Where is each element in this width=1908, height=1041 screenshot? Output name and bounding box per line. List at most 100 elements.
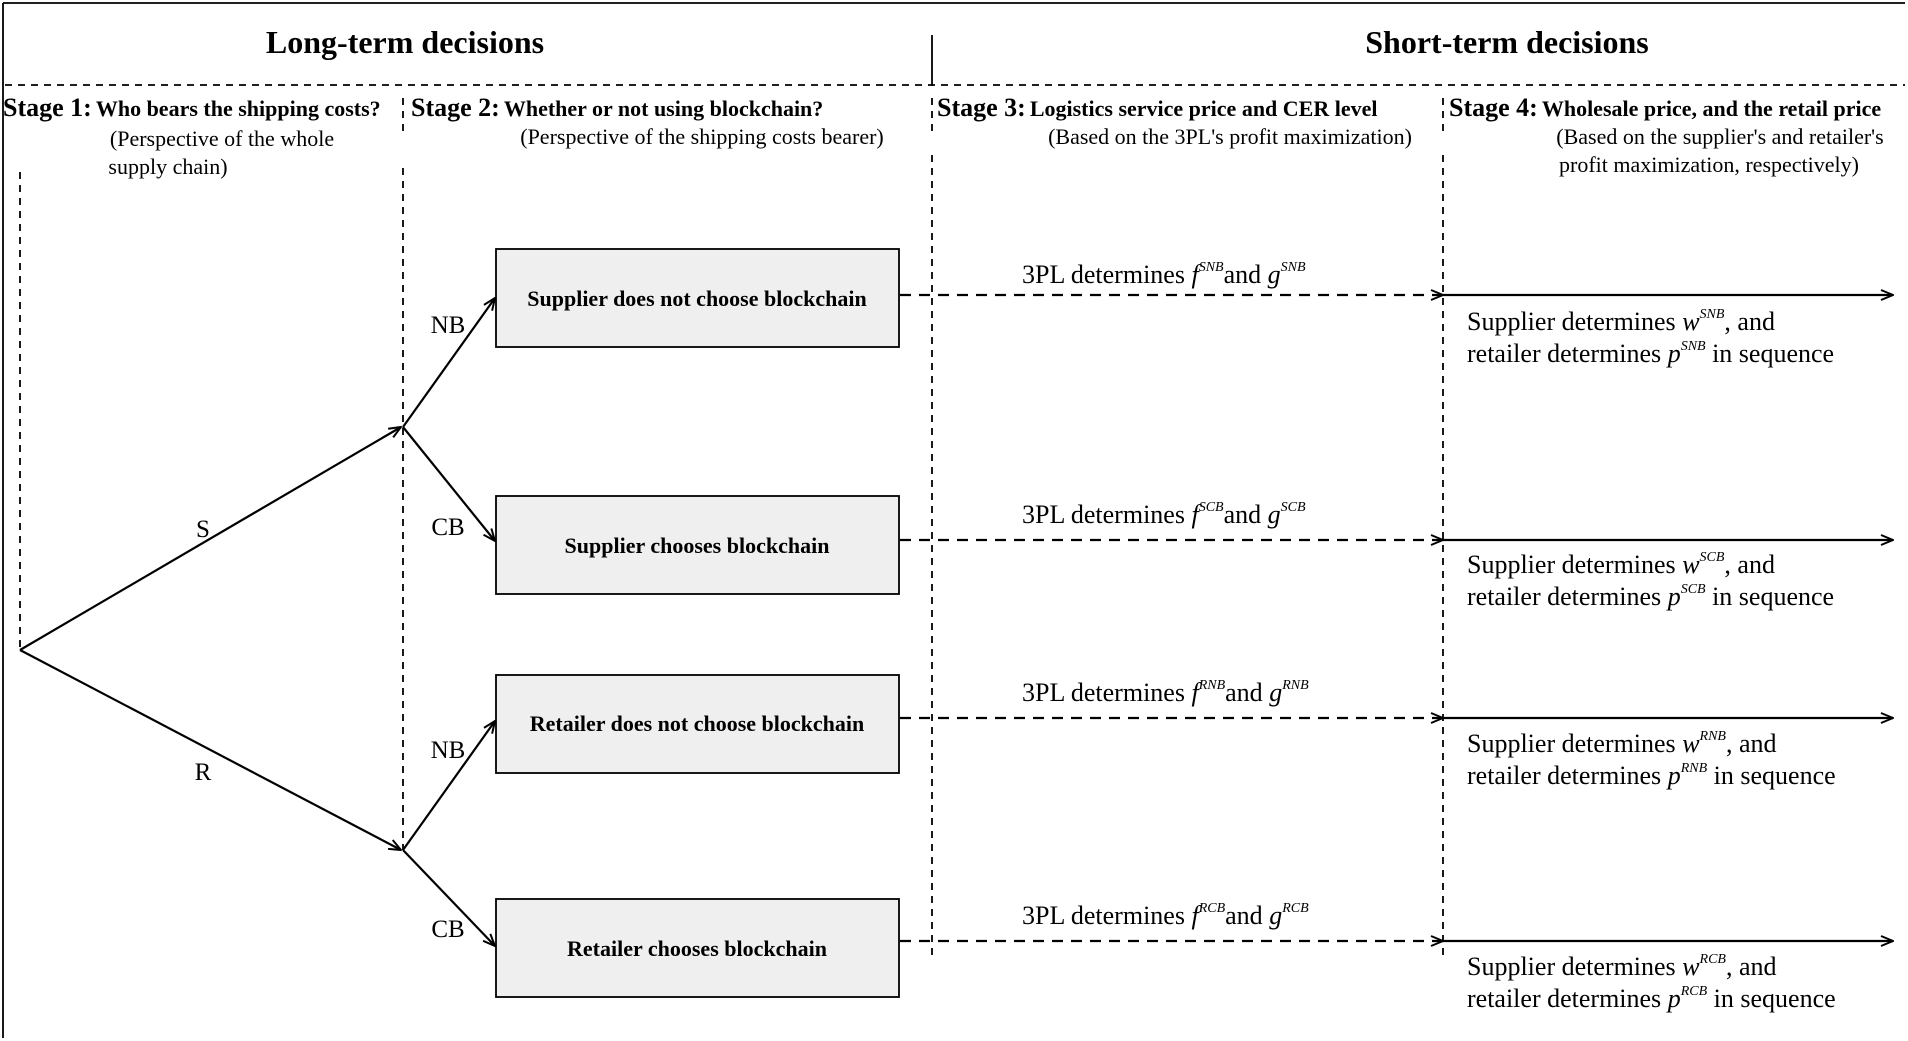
stage4-sup-w-rcb: RCB (1699, 952, 1727, 967)
stage4-sup-w-scb: SCB (1700, 550, 1725, 565)
stage3-text-rnb: 3PL determines fRNBand gRNB (1022, 678, 1309, 707)
stage3-prefix-scb: 3PL determines (1022, 500, 1191, 529)
scenario-box-scb (495, 495, 900, 595)
stage4-line1-prefix-scb: Supplier determines (1467, 550, 1682, 579)
stage3-prefix-snb: 3PL determines (1022, 260, 1191, 289)
stage4-line2-snb: retailer determines pSNB in sequence (1467, 339, 1834, 368)
branch-label-scb: CB (431, 514, 464, 541)
stage3-prefix-rcb: 3PL determines (1022, 901, 1191, 930)
stage1-label: Stage 1: (3, 93, 92, 122)
stage4-var-w-rnb: w (1682, 729, 1700, 758)
stage4-var-p-rcb: p (1666, 984, 1681, 1013)
stage4-sup-p-rcb: RCB (1680, 984, 1708, 999)
stage4-var-w-scb: w (1682, 550, 1700, 579)
stage1-note-line2: supply chain) (108, 154, 227, 179)
stage4-line2-suffix-rnb: in sequence (1707, 761, 1836, 790)
stage3-var-f-rnb: f (1191, 678, 1202, 707)
stage3-joiner-rcb: and (1225, 901, 1269, 930)
branch-line-snb (402, 298, 495, 428)
stage3-joiner-rnb: and (1225, 678, 1269, 707)
stage4-line2-prefix-rnb: retailer determines (1467, 761, 1668, 790)
stage3-title: Stage 3:Logistics service price and CER … (937, 93, 1378, 122)
branch-label-rnb: NB (431, 737, 466, 764)
stage4-sup-w-rnb: RNB (1699, 729, 1727, 744)
stage3-text-snb: 3PL determines fSNBand gSNB (1022, 260, 1306, 289)
stage4-line2-rnb: retailer determines pRNB in sequence (1467, 761, 1836, 790)
stage4-label: Stage 4: (1449, 93, 1538, 122)
stage4-note-line2: profit maximization, respectively) (1559, 152, 1859, 177)
stage4-var-w-rcb: w (1682, 952, 1700, 981)
branch-label-rcb: CB (431, 916, 464, 943)
branch-line-scb (402, 426, 495, 541)
stage1-question: Who bears the shipping costs? (96, 96, 381, 121)
stage4-line1-suffix-scb: , and (1724, 550, 1775, 579)
stage4-sup-w-snb: SNB (1700, 307, 1725, 322)
branch-line-rnb (402, 721, 495, 851)
short-term-header: Short-term decisions (1365, 24, 1649, 60)
stage3-label: Stage 3: (937, 93, 1026, 122)
stage2-title: Stage 2:Whether or not using blockchain? (411, 93, 823, 122)
stage3-joiner-snb: and (1224, 260, 1268, 289)
stage3-question: Logistics service price and CER level (1030, 96, 1378, 121)
branch-line-rcb (402, 849, 495, 946)
stage4-line2-suffix-snb: in sequence (1706, 339, 1835, 368)
scenario-box-snb-label: Supplier does not choose blockchain (527, 286, 866, 311)
stage1-note-line1: (Perspective of the whole (110, 126, 334, 151)
stage3-var-g-rcb: g (1269, 901, 1282, 930)
stage4-line1-rcb: Supplier determines wRCB, and (1467, 952, 1777, 981)
stage3-sup-f-rnb: RNB (1198, 678, 1226, 693)
stage4-line2-suffix-scb: in sequence (1706, 582, 1835, 611)
stage4-title: Stage 4:Wholesale price, and the retail … (1449, 93, 1881, 122)
stage4-line2-prefix-rcb: retailer determines (1467, 984, 1668, 1013)
branch-line-r (19, 649, 401, 850)
stage4-line2-prefix-scb: retailer determines (1467, 582, 1668, 611)
stage4-sup-p-rnb: RNB (1680, 761, 1708, 776)
stage3-sup-g-rnb: RNB (1281, 678, 1309, 693)
stage4-line1-suffix-snb: , and (1724, 307, 1775, 336)
scenario-box-rcb (495, 898, 900, 998)
scenario-box-rnb (495, 674, 900, 774)
stage4-line1-scb: Supplier determines wSCB, and (1467, 550, 1775, 579)
stage4-sup-p-scb: SCB (1681, 582, 1706, 597)
stage4-line2-rcb: retailer determines pRCB in sequence (1467, 984, 1836, 1013)
stage3-sup-f-scb: SCB (1199, 500, 1224, 515)
stage4-line1-snb: Supplier determines wSNB, and (1467, 307, 1775, 336)
stage3-var-g-scb: g (1268, 500, 1281, 529)
stage4-line1-rnb: Supplier determines wRNB, and (1467, 729, 1777, 758)
stage3-sup-g-rcb: RCB (1281, 901, 1309, 916)
stage3-sup-f-snb: SNB (1199, 260, 1224, 275)
stage2-question: Whether or not using blockchain? (504, 96, 823, 121)
stage4-line1-suffix-rcb: , and (1726, 952, 1777, 981)
stage2-note: (Perspective of the shipping costs beare… (520, 124, 884, 149)
stage4-line1-suffix-rnb: , and (1726, 729, 1777, 758)
stage1-title: Stage 1:Who bears the shipping costs? (3, 93, 381, 122)
branch-label-snb: NB (431, 312, 466, 339)
scenario-box-scb-label: Supplier chooses blockchain (565, 533, 830, 558)
branch-label-s: S (196, 516, 210, 543)
stage3-var-g-snb: g (1268, 260, 1281, 289)
stage3-var-f-scb: f (1191, 500, 1202, 529)
stage3-sup-g-snb: SNB (1281, 260, 1306, 275)
stage4-sup-p-snb: SNB (1681, 339, 1706, 354)
stage3-text-rcb: 3PL determines fRCBand gRCB (1022, 901, 1309, 930)
stage2-label: Stage 2: (411, 93, 500, 122)
stage4-line2-prefix-snb: retailer determines (1467, 339, 1668, 368)
stage3-sup-f-rcb: RCB (1198, 901, 1226, 916)
stage3-sup-g-scb: SCB (1281, 500, 1306, 515)
scenario-box-snb (495, 248, 900, 348)
stage3-note: (Based on the 3PL's profit maximization) (1048, 124, 1412, 149)
stage4-var-p-snb: p (1666, 339, 1681, 368)
stage4-question: Wholesale price, and the retail price (1542, 96, 1882, 121)
stage3-prefix-rnb: 3PL determines (1022, 678, 1191, 707)
long-term-header: Long-term decisions (266, 24, 544, 60)
scenario-box-rnb-label: Retailer does not choose blockchain (530, 711, 864, 736)
stage4-line2-suffix-rcb: in sequence (1707, 984, 1836, 1013)
stage4-var-p-scb: p (1666, 582, 1681, 611)
stage3-text-scb: 3PL determines fSCBand gSCB (1022, 500, 1306, 529)
branch-label-r: R (195, 759, 212, 786)
stage3-var-f-snb: f (1191, 260, 1202, 289)
scenario-box-rcb-label: Retailer chooses blockchain (567, 936, 827, 961)
stage4-var-p-rnb: p (1666, 761, 1681, 790)
stage3-joiner-scb: and (1224, 500, 1268, 529)
stage4-line1-prefix-snb: Supplier determines (1467, 307, 1682, 336)
